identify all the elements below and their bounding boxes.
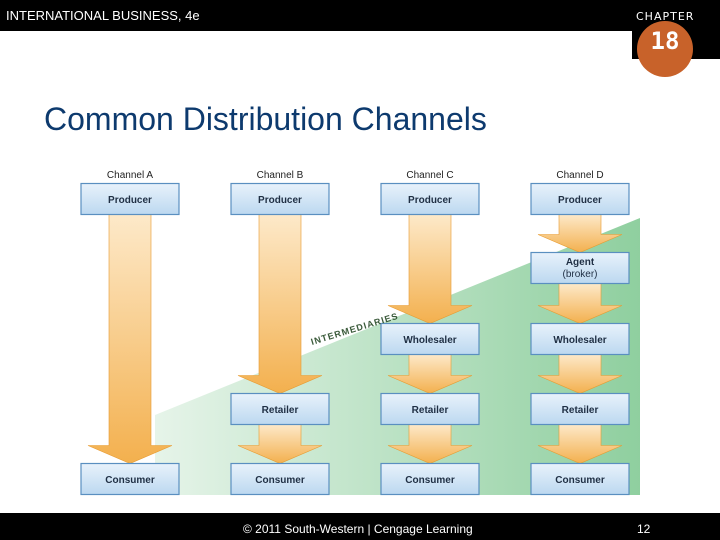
step-box-retailer bbox=[230, 392, 330, 426]
step-label-consumer: Consumer bbox=[405, 475, 455, 486]
step-box-producer bbox=[80, 182, 180, 216]
flow-arrow bbox=[237, 424, 323, 464]
chapter-circle bbox=[637, 21, 693, 77]
step-label-retailer: Retailer bbox=[412, 405, 449, 416]
step-label-retailer: Retailer bbox=[562, 405, 599, 416]
flow-arrow bbox=[87, 214, 173, 464]
copyright-text: © 2011 South-Western | Cengage Learning bbox=[243, 522, 473, 536]
step-label-agent-broker: Agent(broker) bbox=[562, 257, 597, 280]
flow-arrow bbox=[537, 283, 623, 324]
channel-heading-channel-b: Channel B bbox=[257, 170, 304, 181]
step-box-retailer bbox=[380, 392, 480, 426]
step-box-wholesaler bbox=[380, 322, 480, 356]
top-bar bbox=[0, 0, 720, 31]
step-box-producer bbox=[230, 182, 330, 216]
step-label-wholesaler: Wholesaler bbox=[553, 335, 606, 346]
step-box-consumer bbox=[530, 462, 630, 496]
step-label-wholesaler: Wholesaler bbox=[403, 335, 456, 346]
flow-arrow bbox=[387, 354, 473, 394]
flow-arrow bbox=[387, 424, 473, 464]
page-number: 12 bbox=[637, 522, 651, 536]
footer-bar bbox=[0, 513, 720, 540]
step-box-producer bbox=[530, 182, 630, 216]
book-title: INTERNATIONAL BUSINESS, 4e bbox=[6, 8, 200, 23]
flow-arrow bbox=[537, 214, 623, 253]
step-label-producer: Producer bbox=[258, 195, 302, 206]
flow-arrow bbox=[237, 214, 323, 394]
flow-arrow bbox=[537, 424, 623, 464]
chapter-label: CHAPTER bbox=[636, 10, 695, 23]
step-label-consumer: Consumer bbox=[255, 475, 305, 486]
step-label-producer: Producer bbox=[408, 195, 452, 206]
step-box-consumer bbox=[380, 462, 480, 496]
step-box-producer bbox=[380, 182, 480, 216]
chapter-number: 18 bbox=[650, 27, 680, 55]
step-box-agent-broker bbox=[530, 251, 630, 285]
flow-arrow bbox=[537, 354, 623, 394]
step-box-consumer bbox=[230, 462, 330, 496]
step-box-retailer bbox=[530, 392, 630, 426]
slide-title: Common Distribution Channels bbox=[44, 101, 487, 137]
step-label-producer: Producer bbox=[558, 195, 602, 206]
step-box-wholesaler bbox=[530, 322, 630, 356]
step-label-consumer: Consumer bbox=[555, 475, 605, 486]
step-box-consumer bbox=[80, 462, 180, 496]
flow-arrow bbox=[387, 214, 473, 324]
step-label-producer: Producer bbox=[108, 195, 152, 206]
step-label-retailer: Retailer bbox=[262, 405, 299, 416]
channel-heading-channel-d: Channel D bbox=[556, 170, 603, 181]
channel-heading-channel-a: Channel A bbox=[107, 170, 153, 181]
step-label-consumer: Consumer bbox=[105, 475, 155, 486]
channel-heading-channel-c: Channel C bbox=[406, 170, 453, 181]
